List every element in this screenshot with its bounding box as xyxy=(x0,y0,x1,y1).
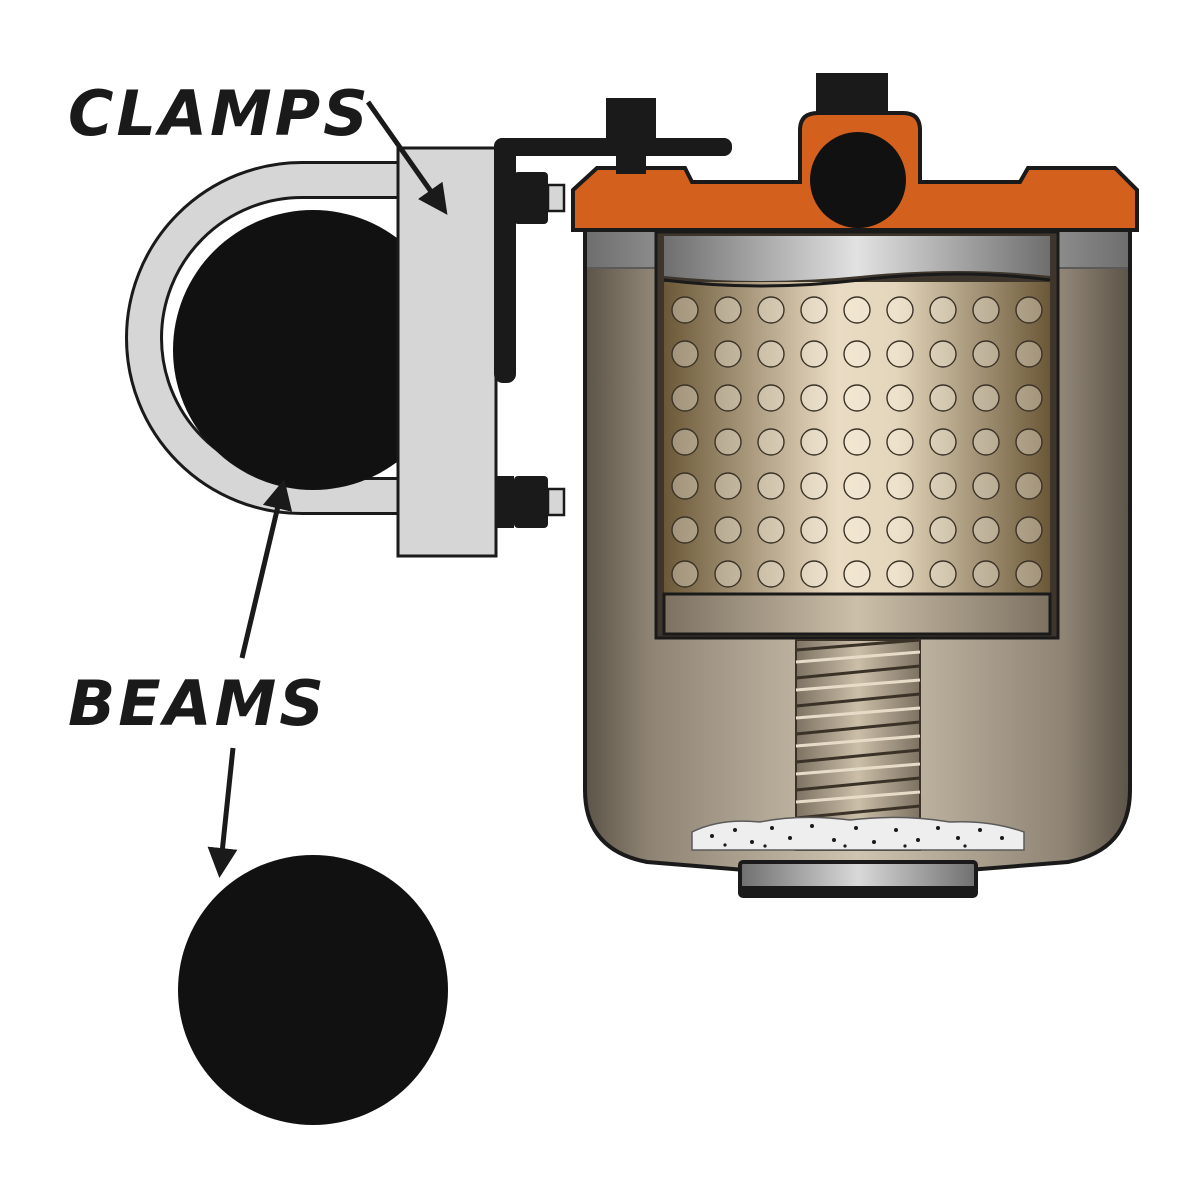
beam-lower xyxy=(178,855,448,1125)
clamps-label: CLAMPS xyxy=(68,77,371,150)
beams-arrow-lower xyxy=(207,747,238,878)
filter-element xyxy=(664,282,1050,594)
lid-bolt-left xyxy=(606,98,656,140)
coil-spring xyxy=(795,638,921,851)
beams-arrow-upper xyxy=(239,479,293,659)
inlet-port xyxy=(810,132,906,228)
nut-lower xyxy=(514,476,548,528)
clamps-arrow xyxy=(365,100,448,215)
lid-knob xyxy=(816,73,888,115)
nut-upper xyxy=(514,172,548,224)
filter-unit xyxy=(571,73,1139,898)
clamp-bracket xyxy=(396,146,498,558)
beam-upper xyxy=(173,210,453,490)
beams-label: BEAMS xyxy=(68,667,327,740)
sediment xyxy=(691,816,1025,851)
clamp-assembly xyxy=(125,138,732,558)
